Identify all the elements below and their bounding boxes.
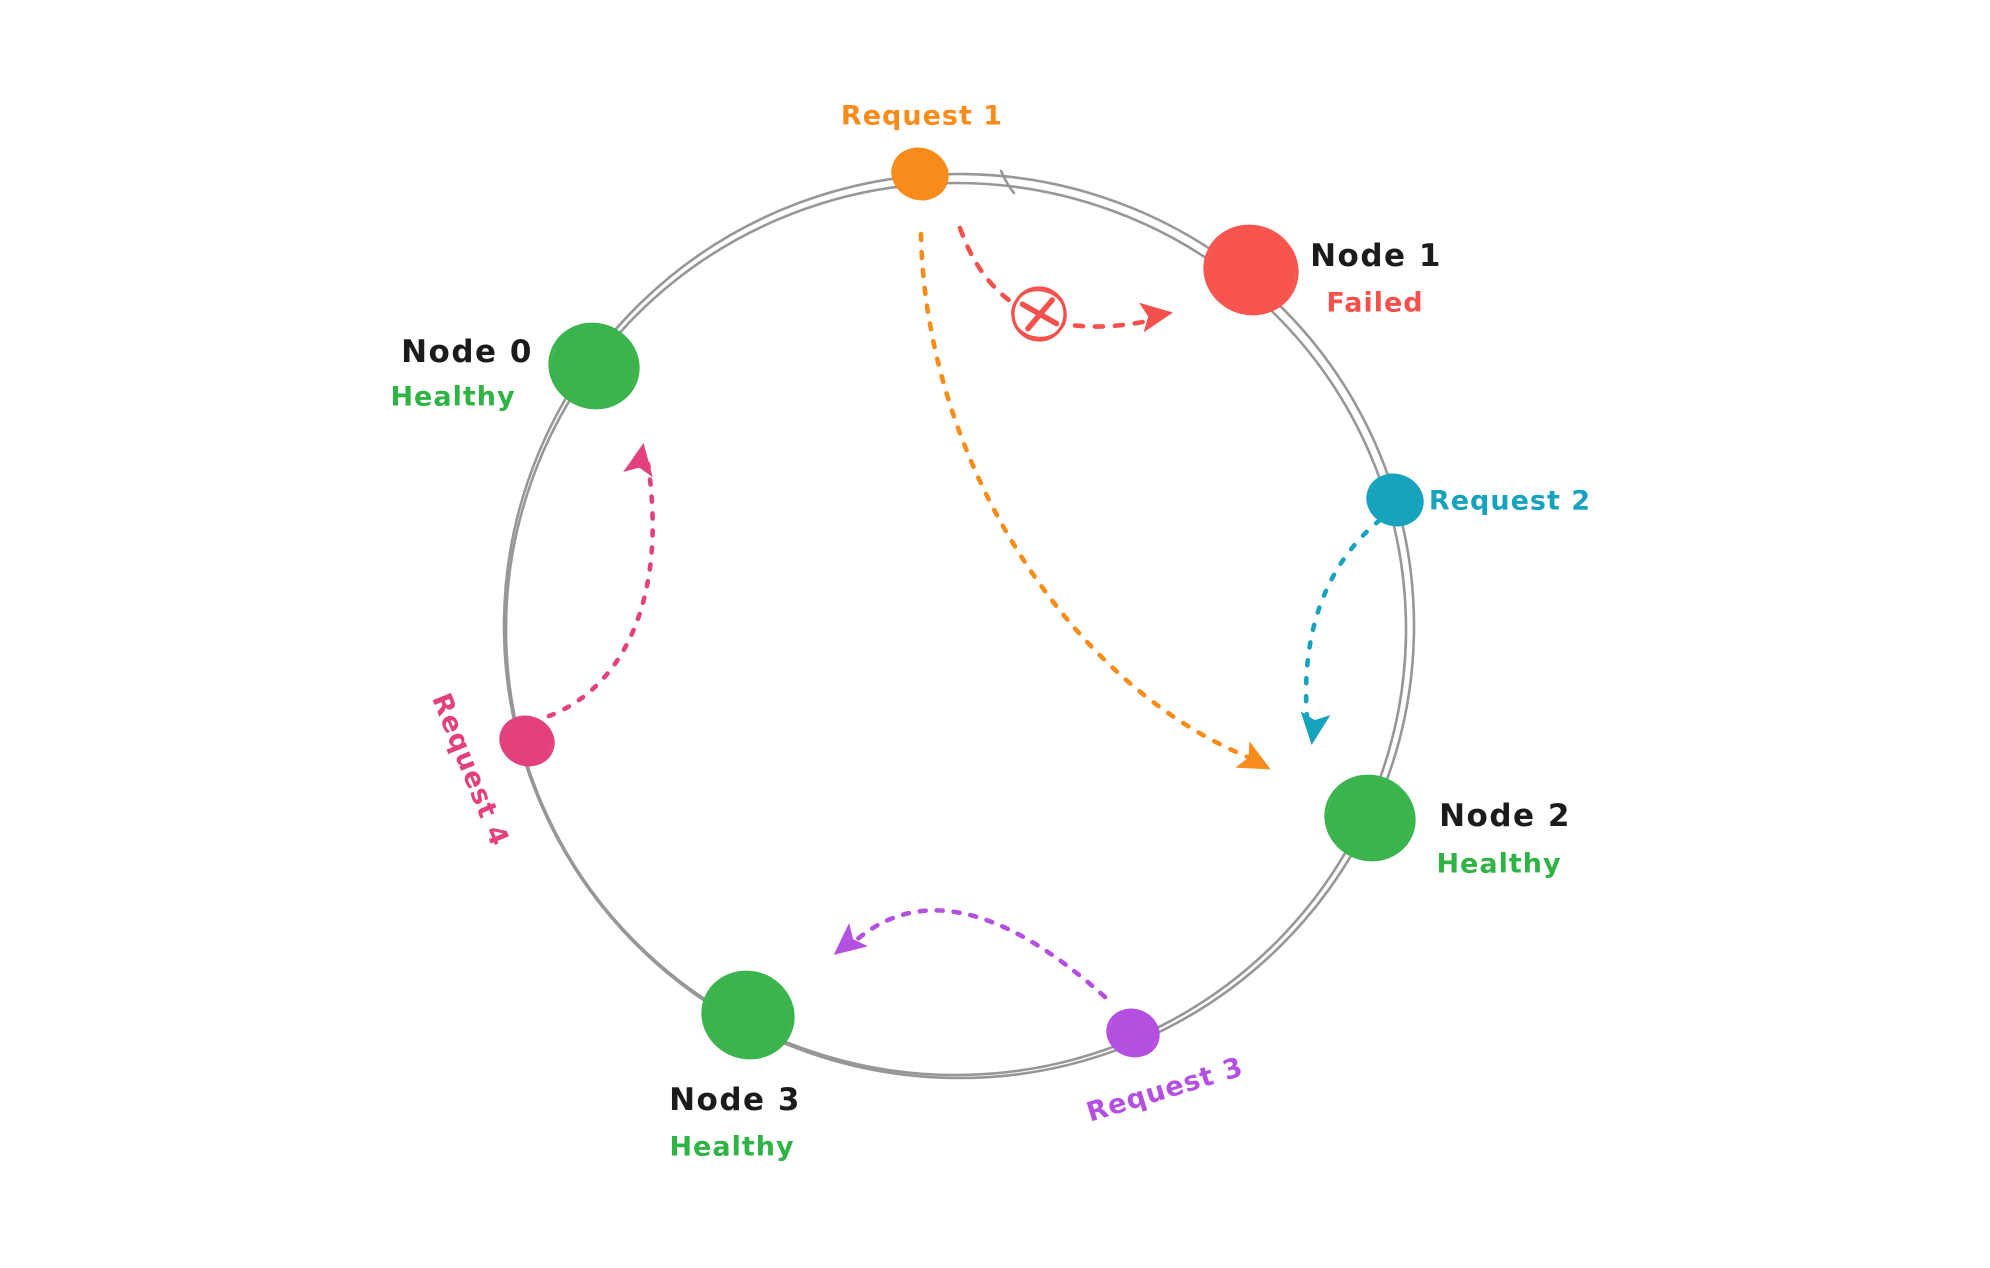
failed-x-stroke-2 bbox=[1025, 297, 1055, 332]
arrow-request3-to-node3 bbox=[833, 908, 1108, 1000]
arrow-request1-to-node1-head bbox=[1139, 302, 1173, 333]
node-2-status: Healthy bbox=[1436, 848, 1562, 880]
hash-ring-pen-tick bbox=[999, 169, 1016, 195]
arrow-request2-to-node2-head bbox=[1300, 711, 1331, 745]
node-1-dot bbox=[1203, 224, 1299, 316]
node-1-status: Failed bbox=[1326, 287, 1424, 319]
node-1-dot-outline bbox=[1203, 224, 1299, 316]
arrow-request1-to-node2 bbox=[918, 231, 1271, 770]
node-3-dot bbox=[701, 970, 795, 1060]
arrow-request2-to-node2 bbox=[1300, 517, 1383, 745]
node-0-dot-fill bbox=[551, 323, 637, 409]
request-4-dot-outline bbox=[499, 715, 555, 767]
arrow-request1-to-node2-path bbox=[918, 231, 1253, 761]
arrow-request3-to-node3-path bbox=[851, 908, 1108, 1000]
arrow-request4-to-node0-path bbox=[546, 461, 655, 719]
node-0-status: Healthy bbox=[390, 381, 516, 413]
node-2-label: Node 2 bbox=[1439, 798, 1571, 834]
request-2-label: Request 2 bbox=[1428, 485, 1592, 517]
node-2-dot bbox=[1324, 774, 1416, 862]
request-1-dot-outline bbox=[891, 147, 949, 201]
request-2-dot-fill bbox=[1369, 474, 1421, 526]
request-1-dot bbox=[891, 147, 949, 201]
arrow-request1-to-node1 bbox=[957, 225, 1173, 333]
node-2-dot-outline bbox=[1324, 774, 1416, 862]
node-3-dot-outline bbox=[701, 970, 795, 1060]
node-3-dot-fill bbox=[704, 971, 792, 1059]
failed-x-circle-second-pass bbox=[1011, 289, 1067, 339]
request-3-dot-outline bbox=[1106, 1008, 1160, 1058]
request-2-dot-outline bbox=[1366, 473, 1424, 527]
request-3-dot-fill bbox=[1109, 1009, 1157, 1057]
arrow-request3-to-node3-head bbox=[833, 923, 868, 955]
failed-x-marker bbox=[1011, 286, 1067, 342]
arrow-request4-to-node0-head bbox=[623, 443, 653, 478]
arrow-request1-to-node1-path bbox=[957, 225, 1151, 329]
node-1-label: Node 1 bbox=[1310, 238, 1442, 274]
request-3-dot bbox=[1106, 1008, 1160, 1058]
request-2-dot bbox=[1366, 473, 1424, 527]
node-3-status: Healthy bbox=[669, 1131, 795, 1163]
arrow-request4-to-node0 bbox=[546, 443, 655, 719]
node-3-label: Node 3 bbox=[669, 1082, 801, 1118]
node-1-dot-fill bbox=[1206, 225, 1296, 315]
hash-ring-stroke-1 bbox=[502, 172, 1416, 1080]
node-0-dot bbox=[548, 322, 640, 410]
request-4-dot-fill bbox=[502, 716, 552, 766]
request-4-dot bbox=[499, 715, 555, 767]
request-1-label: Request 1 bbox=[840, 100, 1004, 132]
arrow-request2-to-node2-path bbox=[1303, 517, 1383, 731]
arrow-request1-to-node2-head bbox=[1235, 741, 1271, 770]
node-0-label: Node 0 bbox=[401, 334, 533, 370]
node-2-dot-fill bbox=[1327, 775, 1413, 861]
node-0-dot-outline bbox=[548, 322, 640, 410]
request-1-dot-fill bbox=[894, 148, 946, 200]
